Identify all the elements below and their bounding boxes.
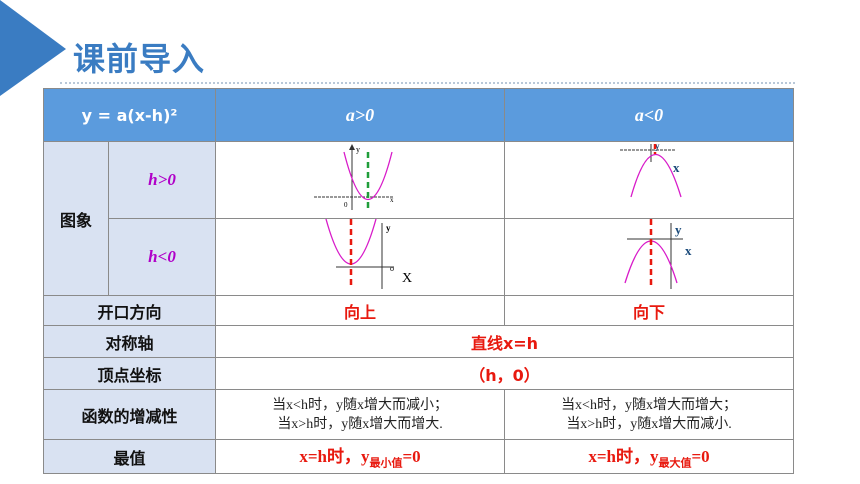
opening-row: 开口方向 向上 向下 bbox=[42, 295, 795, 326]
monotonic-a-positive: 当x<h时，y随x增大而减小； 当x>h时，y随x增大而增大. bbox=[215, 389, 506, 440]
monotonic-pos-line-1: 当x<h时，y随x增大而减小； bbox=[272, 397, 448, 413]
graph-a-pos-h-pos: y x 0 bbox=[215, 141, 506, 219]
svg-text:x: x bbox=[673, 160, 680, 175]
graph-a-neg-h-neg: y x bbox=[504, 218, 795, 296]
svg-text:y: y bbox=[675, 222, 682, 237]
vertex-value: （h，0） bbox=[215, 357, 795, 390]
svg-text:o: o bbox=[390, 264, 394, 273]
header-formula: y = a(x-h)² bbox=[42, 88, 217, 142]
vertex-row: 顶点坐标 （h，0） bbox=[42, 357, 795, 390]
extreme-a-positive: x=h时，y最小值=0 bbox=[215, 439, 506, 474]
monotonic-pos-line-2: 当x>h时，y随x增大而增大. bbox=[277, 416, 443, 432]
opening-up: 向上 bbox=[215, 295, 506, 326]
extreme-label: 最值 bbox=[42, 439, 217, 474]
svg-text:x: x bbox=[390, 196, 394, 204]
parabola-down-left-graph: y x bbox=[624, 219, 692, 289]
header-a-positive: a>0 bbox=[215, 88, 506, 142]
monotonic-row: 函数的增减性 当x<h时，y随x增大而减小； 当x>h时，y随x增大而增大. 当… bbox=[42, 389, 795, 440]
opening-down: 向下 bbox=[504, 295, 795, 326]
header-a-negative: a<0 bbox=[504, 88, 795, 142]
axis-label: 对称轴 bbox=[42, 325, 217, 358]
monotonic-a-negative: 当x<h时，y随x增大而增大； 当x>h时，y随x增大而减小. bbox=[504, 389, 795, 440]
graph-a-neg-h-pos: y x bbox=[504, 141, 795, 219]
image-row-label: 图象 bbox=[43, 141, 109, 296]
parabola-up-left-graph: y o X bbox=[325, 218, 412, 289]
graph-a-pos-h-neg: y o X bbox=[215, 218, 506, 296]
vertex-label: 顶点坐标 bbox=[42, 357, 217, 390]
graph-row-h-positive: 图象 h>0 y x 0 y x bbox=[43, 141, 795, 296]
extreme-row: 最值 x=h时，y最小值=0 x=h时，y最大值=0 bbox=[42, 439, 795, 474]
monotonic-label: 函数的增减性 bbox=[42, 389, 217, 440]
monotonic-neg-line-2: 当x>h时，y随x增大而减小. bbox=[566, 416, 732, 432]
arrow-decoration-icon bbox=[0, 0, 66, 96]
page-title: 课前导入 bbox=[73, 40, 206, 78]
svg-text:0: 0 bbox=[344, 201, 348, 209]
svg-text:y: y bbox=[386, 223, 391, 233]
opening-label: 开口方向 bbox=[42, 295, 217, 326]
svg-text:x: x bbox=[685, 243, 692, 258]
axis-row: 对称轴 直线x=h bbox=[42, 325, 795, 358]
axis-value: 直线x=h bbox=[215, 325, 795, 358]
parabola-up-right-graph: y x 0 bbox=[314, 144, 395, 212]
graph-row-h-negative: h<0 y o X y x bbox=[44, 218, 795, 296]
parabola-down-right-graph: y x bbox=[620, 141, 682, 198]
h-negative-label: h<0 bbox=[107, 218, 217, 296]
parabola-properties-table: y = a(x-h)² a>0 a<0 图象 h>0 y x 0 y x bbox=[42, 88, 795, 474]
svg-text:y: y bbox=[356, 145, 360, 154]
svg-text:y: y bbox=[655, 142, 660, 151]
monotonic-neg-line-1: 当x<h时，y随x增大而增大； bbox=[561, 397, 737, 413]
title-divider bbox=[60, 82, 795, 84]
h-positive-label: h>0 bbox=[107, 141, 217, 219]
extreme-a-negative: x=h时，y最大值=0 bbox=[504, 439, 795, 474]
svg-text:X: X bbox=[402, 271, 412, 286]
header-row: y = a(x-h)² a>0 a<0 bbox=[42, 88, 795, 142]
